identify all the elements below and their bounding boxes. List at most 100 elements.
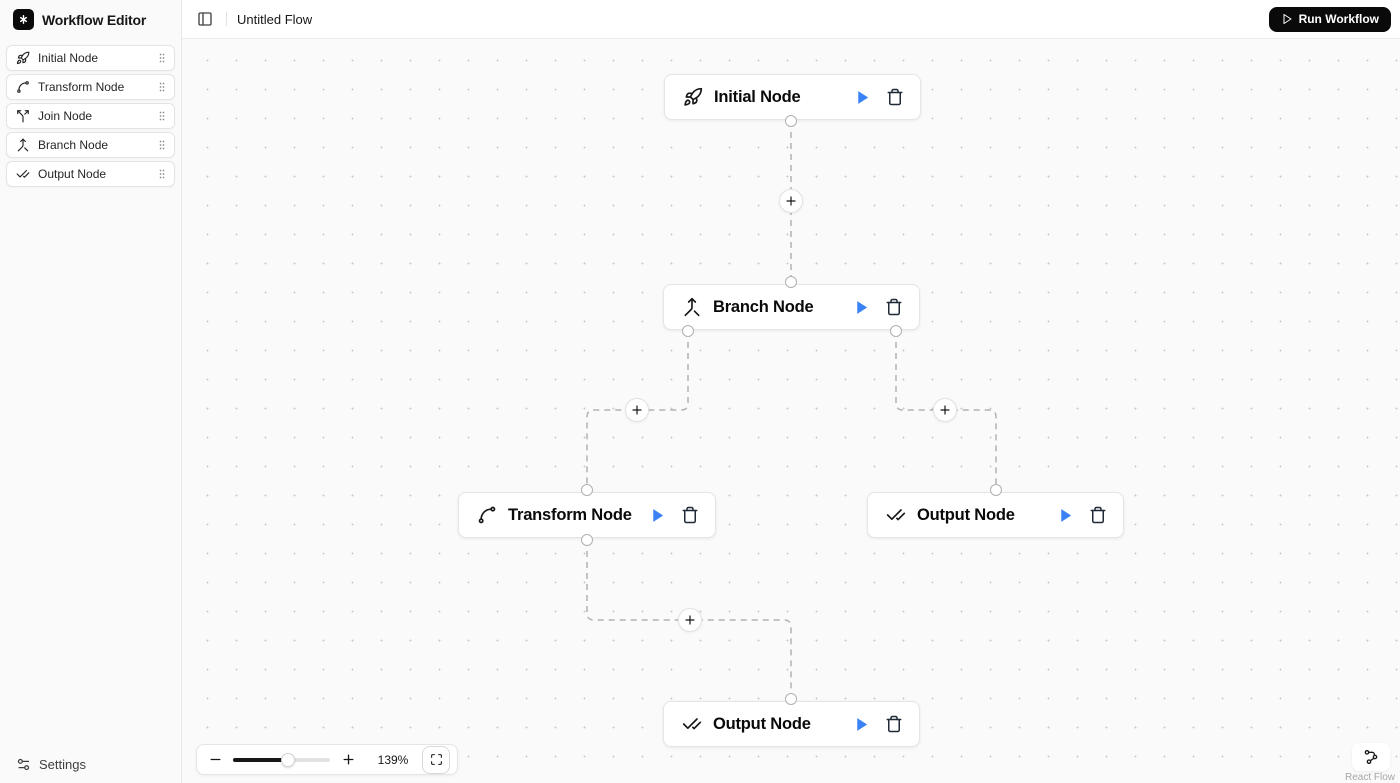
zoom-slider[interactable]: [233, 752, 330, 767]
node-run-button[interactable]: [853, 299, 870, 316]
rocket-icon: [683, 87, 703, 107]
edge-layer: [586, 121, 997, 699]
trash-icon: [682, 506, 698, 524]
edge-add-node-button[interactable]: [625, 398, 649, 422]
trash-icon: [887, 88, 903, 106]
settings-sliders-icon: [16, 757, 31, 772]
node-delete-button[interactable]: [681, 506, 699, 524]
node-run-button[interactable]: [853, 716, 870, 733]
zoom-out-button[interactable]: [204, 749, 226, 771]
node-run-button[interactable]: [854, 89, 871, 106]
palette-item-output-node[interactable]: Output Node: [6, 161, 175, 187]
topbar-separator: [226, 12, 227, 26]
panel-left-icon: [198, 12, 212, 26]
zoom-slider-thumb[interactable]: [281, 752, 296, 767]
handle-branch-target[interactable]: [785, 276, 797, 288]
main-area: Untitled Flow Run Workflow: [182, 0, 1400, 783]
edge-add-node-button[interactable]: [933, 398, 957, 422]
settings-label: Settings: [39, 757, 86, 772]
grip-vertical-icon[interactable]: [156, 138, 168, 152]
run-workflow-button[interactable]: Run Workflow: [1268, 6, 1391, 32]
palette-item-label: Branch Node: [38, 138, 109, 152]
node-delete-button[interactable]: [885, 298, 903, 316]
node-label: Output Node: [713, 714, 811, 733]
minus-icon: [210, 758, 220, 761]
grip-vertical-icon[interactable]: [156, 167, 168, 181]
grip-vertical-icon[interactable]: [156, 80, 168, 94]
edge-add-node-button[interactable]: [678, 608, 702, 632]
trash-icon: [886, 715, 902, 733]
sidebar: Workflow Editor Initial Node Transform N…: [0, 0, 182, 783]
palette-item-label: Transform Node: [38, 80, 125, 94]
handle-branch-source-right[interactable]: [890, 325, 902, 337]
node-run-button[interactable]: [1057, 507, 1074, 524]
handle-output-right-target[interactable]: [990, 484, 1002, 496]
palette-item-label: Join Node: [38, 109, 93, 123]
app-logo-asterisk-icon: [13, 9, 34, 30]
node-delete-button[interactable]: [886, 88, 904, 106]
handle-transform-source[interactable]: [581, 534, 593, 546]
play-icon: [857, 300, 868, 314]
play-icon: [653, 508, 664, 522]
palette-item-initial-node[interactable]: Initial Node: [6, 45, 175, 71]
handle-transform-target[interactable]: [581, 484, 593, 496]
check-check-icon: [886, 505, 906, 525]
react-flow-attribution-label: React Flow: [1344, 772, 1395, 783]
settings-button[interactable]: Settings: [16, 757, 86, 772]
handle-initial-source[interactable]: [785, 115, 797, 127]
palette-item-transform-node[interactable]: Transform Node: [6, 74, 175, 100]
react-flow-attribution-button[interactable]: [1352, 743, 1390, 771]
node-label: Transform Node: [508, 505, 632, 524]
palette-item-label: Initial Node: [38, 51, 99, 65]
check-check-icon: [16, 167, 30, 181]
palette-item-join-node[interactable]: Join Node: [6, 103, 175, 129]
fit-view-button[interactable]: [422, 745, 450, 774]
play-icon: [1283, 14, 1292, 24]
node-run-button[interactable]: [649, 507, 666, 524]
node-branch[interactable]: Branch Node: [663, 284, 920, 330]
rocket-icon: [16, 51, 30, 65]
scan-icon: [430, 754, 442, 765]
node-palette: Initial Node Transform Node Join Node Br…: [0, 38, 181, 194]
trash-icon: [1090, 506, 1106, 524]
node-label: Branch Node: [713, 297, 814, 316]
node-transform[interactable]: Transform Node: [458, 492, 716, 538]
zoom-level: 139%: [377, 752, 409, 767]
spline-icon: [16, 80, 30, 94]
node-label: Output Node: [917, 505, 1015, 524]
zoom-in-button[interactable]: [337, 749, 359, 771]
grip-vertical-icon[interactable]: [156, 51, 168, 65]
node-delete-button[interactable]: [1089, 506, 1107, 524]
node-label: Initial Node: [714, 87, 801, 106]
edge-add-node-button[interactable]: [779, 189, 803, 213]
sidebar-toggle-button[interactable]: [194, 8, 216, 30]
app-title: Workflow Editor: [42, 11, 147, 28]
plus-icon: [940, 405, 950, 415]
zoom-slider-fill: [233, 757, 289, 762]
plus-icon: [786, 196, 796, 206]
react-flow-logo-icon: [1364, 750, 1378, 764]
zoom-controls: 139%: [196, 744, 458, 775]
play-icon: [858, 90, 869, 104]
run-workflow-label: Run Workflow: [1298, 12, 1379, 26]
sidebar-header: Workflow Editor: [0, 0, 181, 38]
handle-output-bottom-target[interactable]: [785, 693, 797, 705]
node-output-bottom[interactable]: Output Node: [663, 701, 920, 747]
flow-canvas[interactable]: Initial Node Branch Node Transform Node …: [182, 39, 1400, 783]
check-check-icon: [682, 714, 702, 734]
handle-branch-source-left[interactable]: [682, 325, 694, 337]
merge-icon: [682, 297, 702, 317]
trash-icon: [886, 298, 902, 316]
topbar: Untitled Flow Run Workflow: [182, 0, 1400, 39]
grip-vertical-icon[interactable]: [156, 109, 168, 123]
spline-icon: [477, 505, 497, 525]
flow-name: Untitled Flow: [237, 11, 313, 27]
plus-icon: [632, 405, 642, 415]
node-output-right[interactable]: Output Node: [867, 492, 1124, 538]
node-initial[interactable]: Initial Node: [664, 74, 921, 120]
palette-item-branch-node[interactable]: Branch Node: [6, 132, 175, 158]
play-icon: [1061, 508, 1072, 522]
split-icon: [16, 109, 30, 123]
node-delete-button[interactable]: [885, 715, 903, 733]
